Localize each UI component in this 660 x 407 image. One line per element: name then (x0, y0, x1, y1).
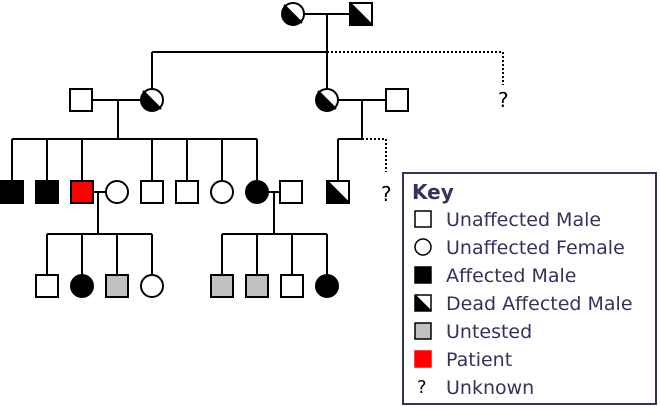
gen1-female-dead-affected (281, 2, 305, 26)
gen4-unaffected-female-1 (140, 274, 164, 298)
gen4-unaffected-male-1 (35, 274, 59, 298)
unknown-mark-gen2: ? (498, 88, 509, 112)
gen3-unaffected-male-2 (175, 180, 199, 204)
key-patient-symbol (414, 350, 432, 368)
key-affected-male-symbol (414, 266, 432, 284)
key-unknown-symbol: ? (417, 377, 427, 398)
gen4-untested-male-3 (245, 274, 269, 298)
gen2-female-dead-affected-left (140, 88, 164, 112)
gen4-affected-female-1 (70, 274, 94, 298)
gen4-untested-male-1 (105, 274, 129, 298)
key-label-unknown: Unknown (446, 377, 534, 399)
gen3-patient-male (70, 180, 94, 204)
gen3-dead-affected-male (326, 180, 350, 204)
key-title: Key (412, 180, 454, 204)
unknown-mark-gen3: ? (381, 182, 392, 206)
connector-lines (11, 13, 386, 275)
unknown-dotted-lines (327, 51, 504, 172)
key-label-affected-male: Affected Male (446, 265, 576, 287)
key-dead-affected-male-symbol (414, 294, 432, 312)
key-label-untested: Untested (446, 321, 532, 343)
gen2-unaffected-male-right (385, 88, 409, 112)
gen3-affected-female (245, 180, 269, 204)
key-untested-symbol (414, 322, 432, 340)
gen4-untested-male-2 (210, 274, 234, 298)
key-unaffected-female-symbol (414, 238, 432, 256)
key-label-unaffected-male: Unaffected Male (446, 209, 601, 231)
gen3-unaffected-female-spouse (105, 180, 129, 204)
key-label-patient: Patient (446, 349, 512, 371)
gen1-male-dead-affected (349, 2, 373, 26)
gen4-unaffected-male-2 (280, 274, 304, 298)
gen3-unaffected-female (210, 180, 234, 204)
key-label-unaffected-female: Unaffected Female (446, 237, 625, 259)
gen3-unaffected-male-spouse (279, 180, 303, 204)
gen3-unaffected-male-1 (140, 180, 164, 204)
gen2-female-dead-affected-right (315, 88, 339, 112)
gen4-affected-female-2 (315, 274, 339, 298)
gen3-affected-male-2 (35, 180, 59, 204)
key-label-dead-affected-male: Dead Affected Male (446, 293, 633, 315)
gen2-unaffected-male-left (69, 88, 93, 112)
key-box: Key Unaffected Male Unaffected Female Af… (402, 172, 657, 405)
gen3-affected-male-1 (0, 180, 24, 204)
key-unaffected-male-symbol (414, 210, 432, 228)
